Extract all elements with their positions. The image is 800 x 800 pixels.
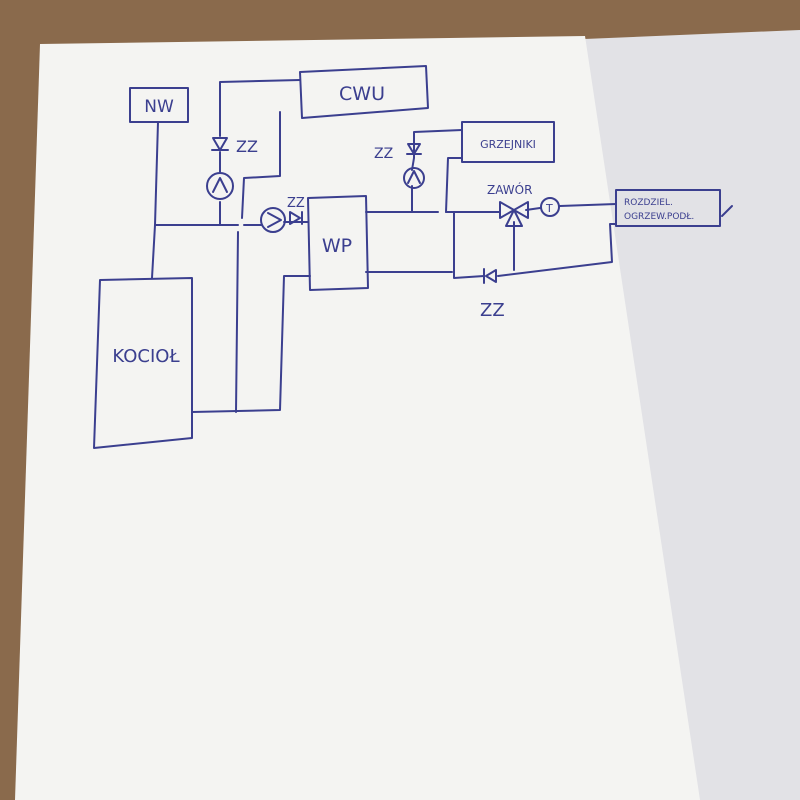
pump-wp-icon: [260, 207, 286, 233]
rozdzielacz-label-line1: ROZDZIEL.: [624, 198, 673, 208]
kociol-box: [93, 277, 193, 449]
check-valve-grzejniki-icon: [406, 143, 422, 155]
pipe-cwu-return: [235, 111, 281, 413]
wp-box: [307, 195, 369, 291]
sensor-t-icon: [540, 197, 560, 217]
pipe-bottom-return: [453, 211, 617, 279]
three-way-valve-icon: [499, 201, 529, 227]
pipe-kociol-return: [191, 275, 311, 413]
check-valve-cwu-icon: [211, 137, 229, 151]
kociol-label: KOCIOŁ: [112, 346, 180, 367]
cwu-label: CWU: [339, 83, 385, 105]
pipe-cwu-pump-branch: [219, 79, 301, 226]
rozdzielacz-box: [615, 189, 721, 227]
check-valve-bottom-icon: [483, 268, 497, 284]
pipe-grzejniki-return: [445, 157, 463, 213]
grzejniki-box: [461, 121, 555, 163]
grzejniki-label: GRZEJNIKI: [480, 138, 536, 151]
zz-bottom-label: ZZ: [480, 300, 505, 321]
sensor-t-glyph: T: [545, 202, 553, 215]
distributor-tick-mark: [721, 205, 733, 217]
check-valve-wp-icon: [289, 211, 303, 225]
zz-grzejniki-label: ZZ: [374, 146, 393, 162]
zz-wp-label: ZZ: [287, 196, 305, 211]
zawor-label: ZAWÓR: [487, 182, 532, 197]
pump-cwu-icon: [206, 172, 234, 200]
pump-grzejniki-icon: [403, 167, 425, 189]
pipe-supply-main: [154, 221, 309, 226]
rozdzielacz-label-line2: OGRZEW.PODŁ.: [624, 212, 694, 222]
wp-label: WP: [322, 235, 352, 257]
pump-grzejniki-arrow: [407, 170, 421, 184]
pump-wp-arrow: [267, 212, 282, 228]
nw-label: NW: [144, 97, 174, 117]
zz-cwu-label: ZZ: [236, 137, 258, 156]
pump-cwu-arrow: [212, 177, 228, 193]
cwu-box: [299, 65, 429, 119]
paper-sheet: [15, 36, 700, 800]
